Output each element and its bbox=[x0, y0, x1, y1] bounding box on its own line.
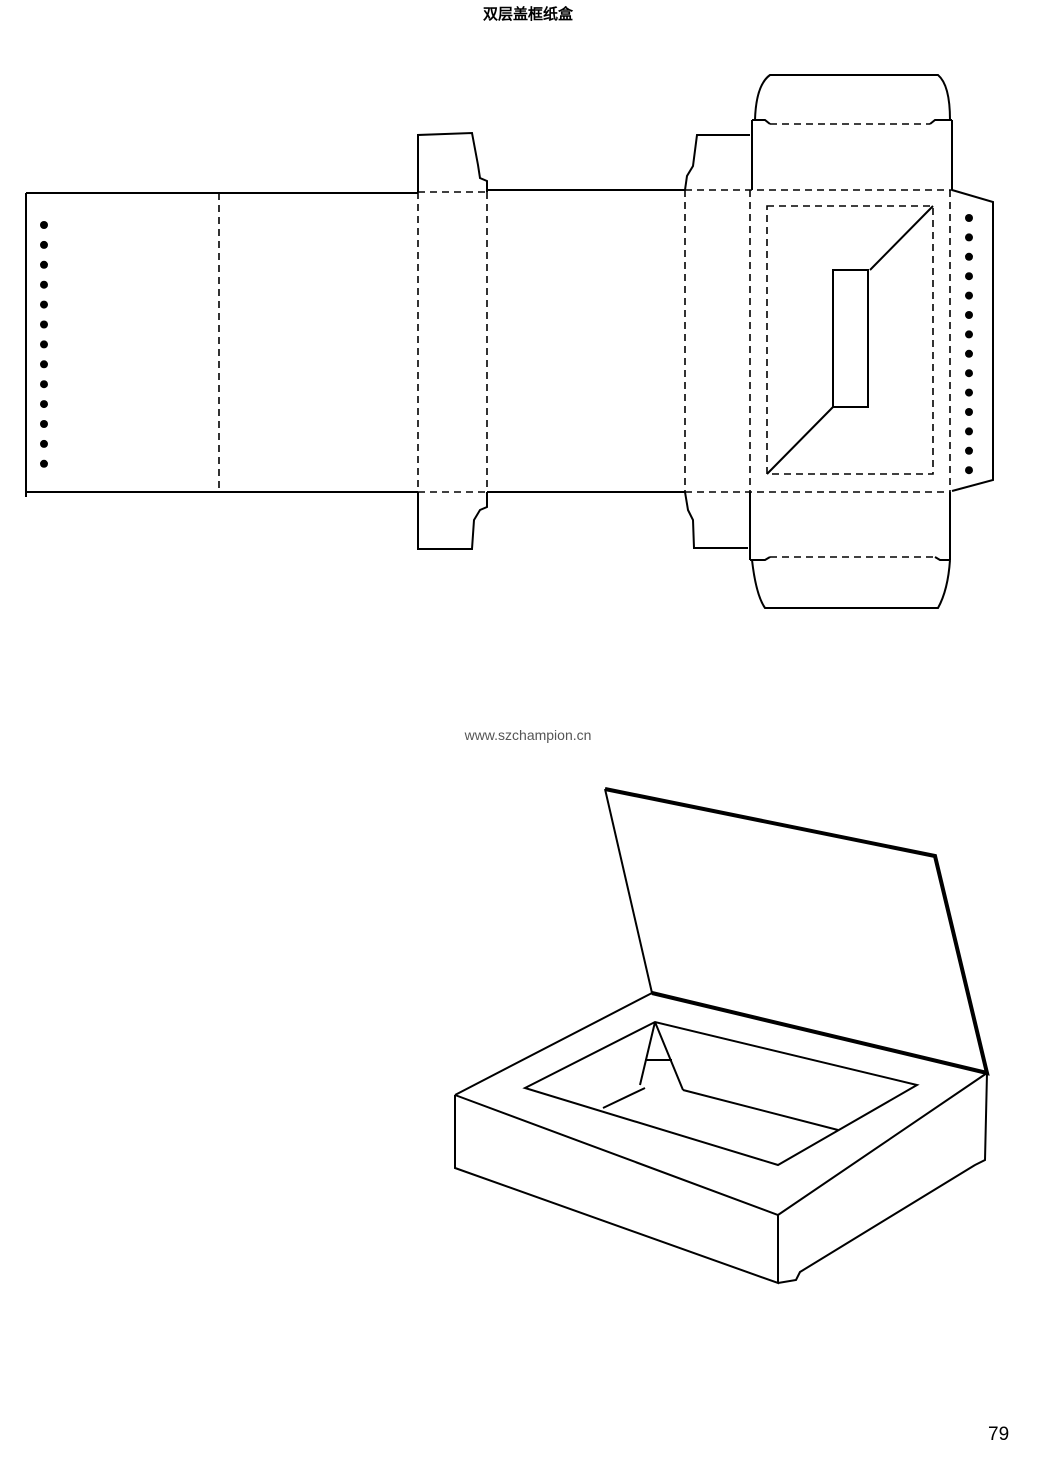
glue-dot bbox=[40, 300, 48, 309]
glue-dot bbox=[40, 459, 48, 468]
box-illustration bbox=[454, 787, 990, 1285]
glue-dot bbox=[40, 240, 48, 249]
glue-dot bbox=[40, 380, 48, 389]
glue-dot bbox=[965, 214, 973, 222]
page-number: 79 bbox=[988, 1424, 1010, 1445]
glue-dot bbox=[965, 369, 973, 378]
side-tab-2 bbox=[684, 134, 751, 549]
glue-dot bbox=[40, 280, 48, 289]
glue-dot bbox=[965, 252, 973, 261]
page-title: 双层盖框纸盒 bbox=[482, 6, 573, 23]
glue-dots-left bbox=[40, 221, 48, 468]
glue-dot bbox=[40, 400, 48, 409]
glue-flap-right bbox=[951, 189, 994, 492]
dieline-main-panel bbox=[25, 192, 418, 497]
glue-dot bbox=[965, 446, 973, 455]
lid-panel bbox=[685, 74, 953, 609]
glue-dot bbox=[40, 320, 48, 329]
glue-dot bbox=[40, 360, 48, 369]
glue-dot bbox=[40, 340, 48, 349]
glue-dot bbox=[965, 349, 973, 358]
glue-dot bbox=[40, 420, 48, 428]
glue-dot bbox=[965, 408, 973, 416]
glue-dot bbox=[40, 439, 48, 448]
glue-dot bbox=[40, 260, 48, 269]
glue-dot bbox=[965, 330, 973, 339]
watermark-url: www.szchampion.cn bbox=[464, 727, 592, 743]
glue-dot bbox=[965, 388, 973, 397]
glue-dot bbox=[965, 311, 973, 319]
glue-dot bbox=[40, 221, 48, 229]
glue-dot bbox=[965, 291, 973, 300]
glue-dot bbox=[965, 466, 973, 475]
side-tab-1 bbox=[417, 131, 685, 550]
glue-dot bbox=[965, 272, 973, 281]
glue-dots-right bbox=[965, 214, 973, 475]
glue-dot bbox=[965, 233, 973, 242]
glue-dot bbox=[965, 427, 973, 436]
